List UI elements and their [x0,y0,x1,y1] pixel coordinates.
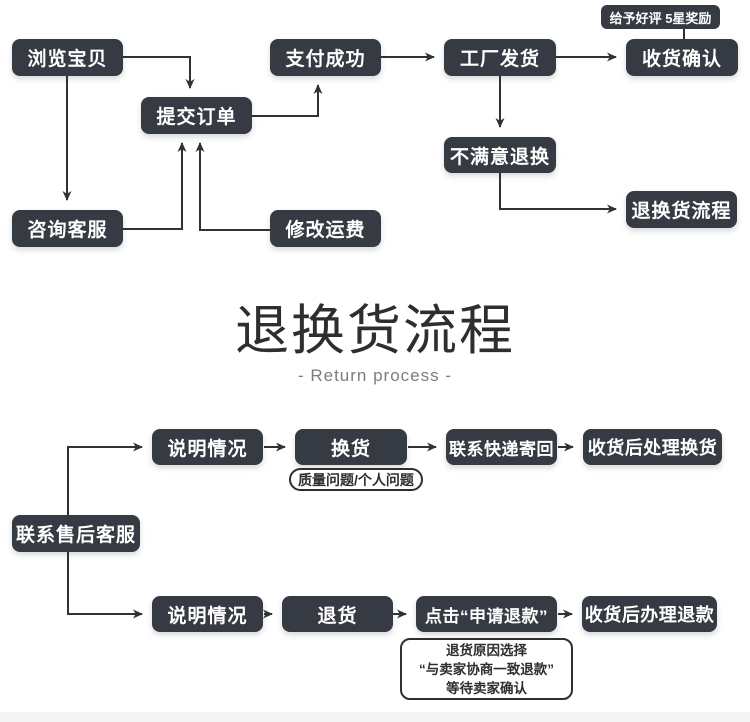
node-modify-shipping: 修改运费 [270,210,381,247]
node-refund: 退货 [282,596,393,632]
arrow-browse-to-submit [123,56,195,89]
node-receive-confirm: 收货确认 [626,39,738,76]
arrow-submit-to-payment [252,84,323,117]
note-refund-reason-line3: 等待卖家确认 [446,680,527,696]
note-refund-reason-line1: 退货原因选择 [446,642,527,658]
node-exchange: 换货 [295,429,407,465]
node-submit-order: 提交订单 [141,97,252,134]
badge-review-reward: 给予好评 5星奖励 [601,5,720,29]
node-contact-courier: 联系快递寄回 [446,429,557,465]
note-refund-reason: 退货原因选择 “与卖家协商一致退款” 等待卖家确认 [400,638,573,700]
note-refund-reason-line2: “与卖家协商一致退款” [419,661,554,677]
node-unsatisfied-return: 不满意退换 [444,137,556,173]
node-consult-service: 咨询客服 [12,210,123,247]
node-explain-refund: 说明情况 [152,596,263,632]
arrow-modify-to-submit [195,142,270,231]
node-factory-ship: 工厂发货 [444,39,556,76]
note-exchange-reason: 质量问题/个人问题 [289,468,423,491]
node-contact-after-sales: 联系售后客服 [12,515,140,552]
node-browse-item: 浏览宝贝 [12,39,123,76]
node-handle-exchange: 收货后处理换货 [583,429,722,465]
arrow-contact-to-exchange-row [67,442,143,515]
node-handle-refund: 收货后办理退款 [582,596,717,632]
node-explain-exchange: 说明情况 [152,429,263,465]
arrow-contact-to-refund-row [67,552,143,619]
arrow-unsatisfied-to-returnprocess [499,173,617,214]
arrow-consult-to-submit [123,142,187,230]
footer-strip [0,712,750,722]
section-title: 退换货流程 [235,301,515,361]
node-return-process-link: 退换货流程 [626,191,737,228]
node-payment-success: 支付成功 [270,39,381,76]
section-subtitle: - Return process - [297,366,453,385]
node-click-apply-refund: 点击“申请退款” [416,596,557,632]
